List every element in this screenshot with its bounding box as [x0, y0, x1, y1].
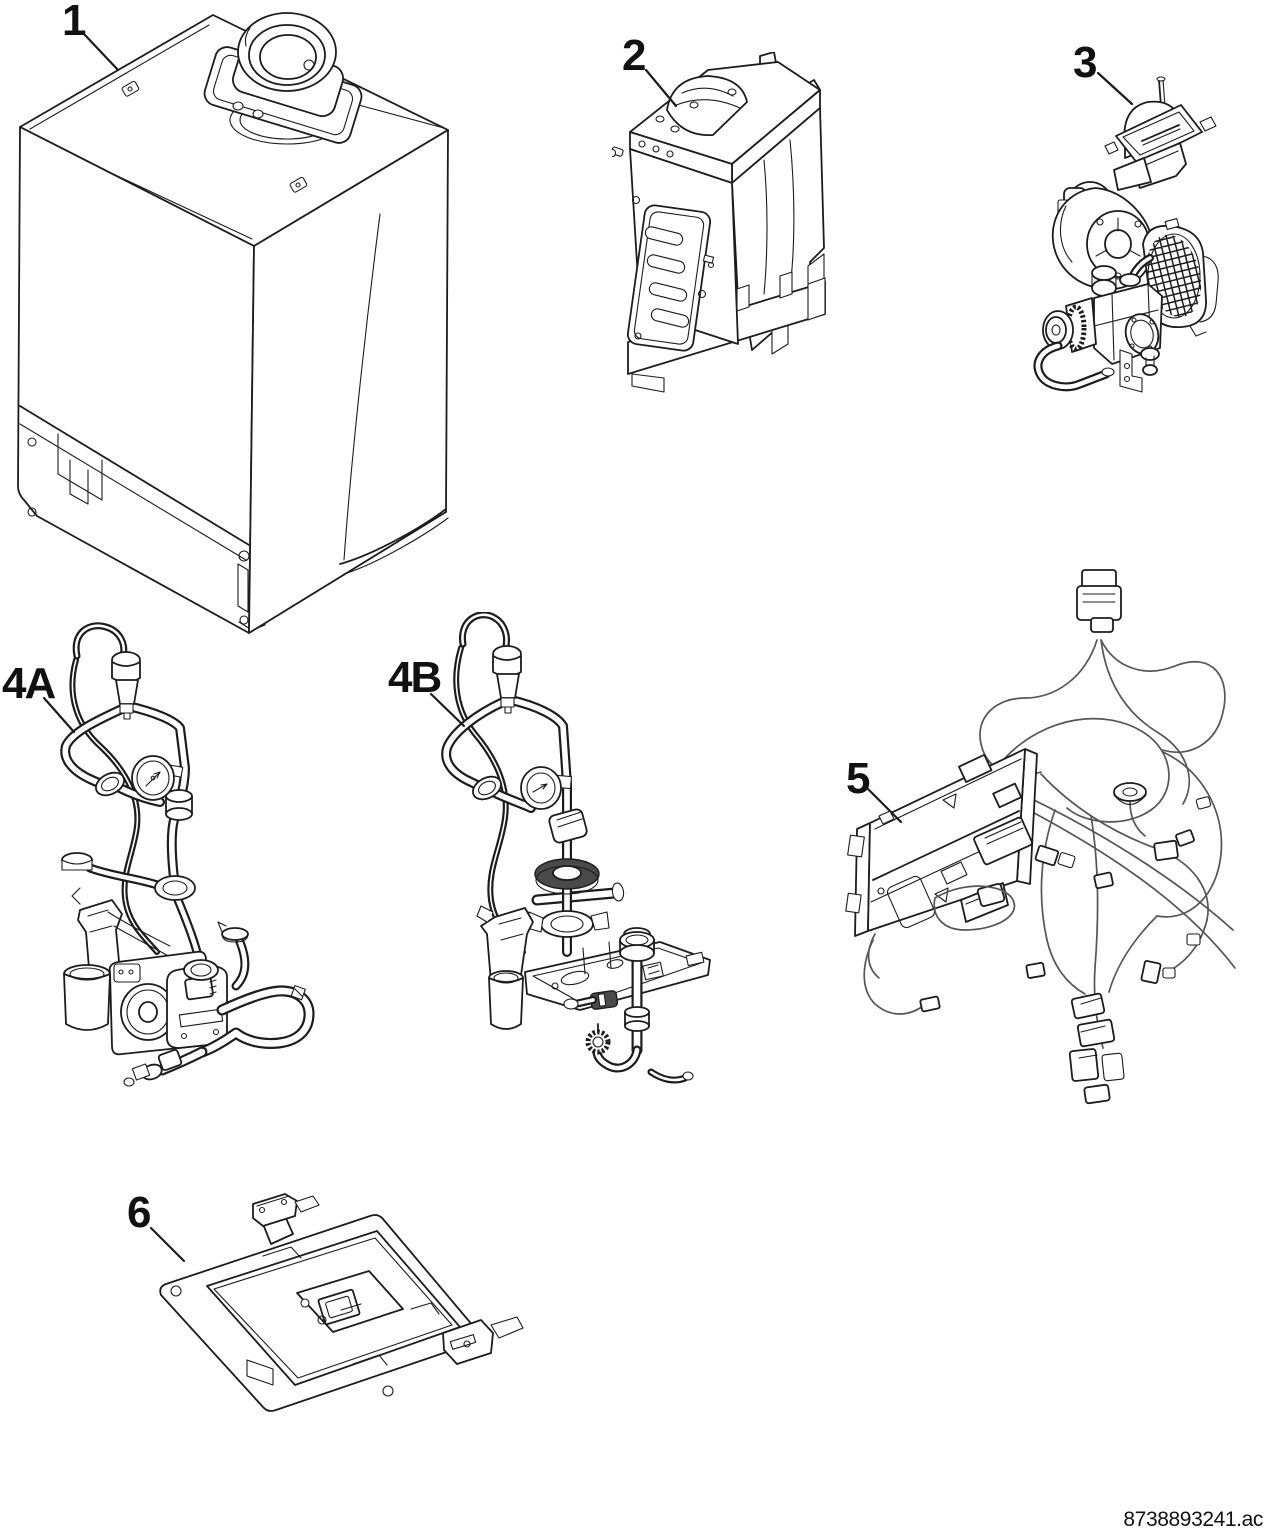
fan-assembly-illustration [1030, 48, 1265, 393]
hydraulic-assembly-a-illustration [50, 620, 350, 1100]
part-label-6: 6 [127, 1188, 152, 1237]
part-label-1: 1 [62, 0, 87, 45]
part-label-4a: 4A [2, 659, 56, 708]
mounting-plate-illustration [145, 1192, 530, 1427]
heat-exchanger-illustration [609, 51, 832, 397]
part-label-4b: 4B [388, 653, 442, 702]
part-label-5: 5 [846, 754, 871, 803]
boiler-casing-illustration [10, 8, 460, 640]
part-label-2: 2 [622, 31, 647, 80]
document-reference: 8738893241.ac [1123, 1508, 1263, 1531]
hydraulic-assembly-b-illustration [425, 611, 740, 1107]
part-label-3: 3 [1073, 38, 1098, 87]
control-unit-wiring-harness-illustration [845, 548, 1240, 1108]
